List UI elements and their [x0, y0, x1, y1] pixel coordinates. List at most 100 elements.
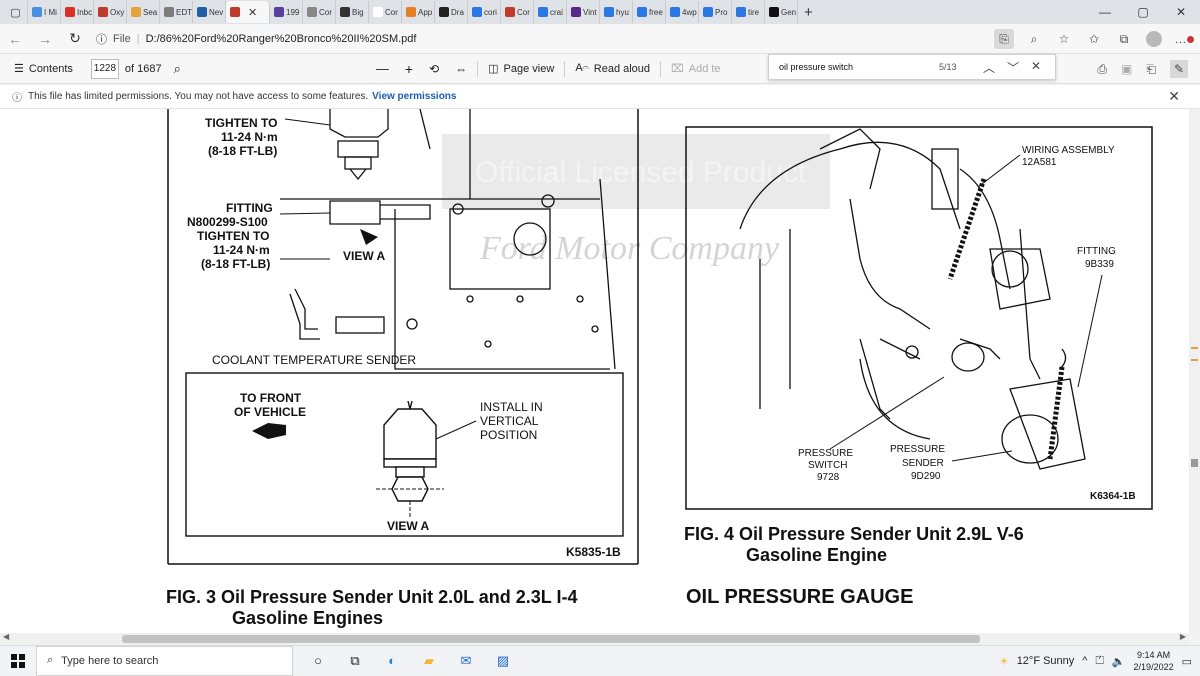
- tab-label: crai: [550, 7, 563, 17]
- find-previous-button[interactable]: ︿: [983, 60, 996, 75]
- zoom-in-button[interactable]: +: [404, 60, 414, 77]
- favorite-add-icon[interactable]: ☆: [1058, 32, 1070, 46]
- browser-tab[interactable]: 199: [270, 1, 303, 23]
- find-on-page-icon[interactable]: ⎘: [994, 29, 1014, 49]
- file-explorer-icon[interactable]: ▰: [424, 652, 434, 668]
- mail-icon[interactable]: ✉: [460, 652, 472, 668]
- horizontal-scroll-thumb[interactable]: [122, 635, 980, 643]
- page-number-input[interactable]: 1228: [90, 58, 119, 79]
- browser-tab[interactable]: Pro: [699, 1, 732, 23]
- browser-tab[interactable]: cori: [468, 1, 501, 23]
- add-text-label: Add te: [688, 62, 721, 75]
- browser-tab[interactable]: tire: [732, 1, 765, 23]
- task-view-icon[interactable]: ⧉: [350, 652, 360, 668]
- add-text-button[interactable]: ⌧ Add te: [671, 62, 721, 76]
- browser-tab[interactable]: free: [633, 1, 666, 23]
- url-text: D:/86%20Ford%20Ranger%20Bronco%20II%20SM…: [145, 32, 417, 45]
- browser-tab[interactable]: EDT: [160, 1, 193, 23]
- new-tab-button[interactable]: +: [804, 3, 813, 21]
- back-button[interactable]: ←: [8, 30, 22, 47]
- tab-favicon-icon: [65, 7, 75, 17]
- browser-tab[interactable]: Oxy: [94, 1, 127, 23]
- browser-tab[interactable]: Big: [336, 1, 369, 23]
- browser-tab[interactable]: crai: [534, 1, 567, 23]
- browser-tab[interactable]: 4wp: [666, 1, 699, 23]
- refresh-button[interactable]: ↻: [69, 30, 81, 46]
- search-hit-markers: [1191, 347, 1198, 361]
- tab-favicon-icon: [373, 7, 383, 17]
- tab-favicon-icon: [164, 7, 174, 17]
- browser-tab[interactable]: I Mi: [28, 1, 61, 23]
- browser-tab[interactable]: Sea: [127, 1, 160, 23]
- edge-icon[interactable]: ◐: [388, 653, 396, 668]
- horizontal-scrollbar[interactable]: ◀ ▶: [0, 632, 1189, 645]
- forward-button[interactable]: →: [38, 30, 52, 47]
- read-aloud-button[interactable]: A𝄐 Read aloud: [575, 62, 650, 75]
- start-button[interactable]: [0, 653, 36, 668]
- tab-favicon-icon: [538, 7, 548, 17]
- scroll-left-arrow[interactable]: ◀: [3, 632, 10, 641]
- save-icon[interactable]: ▣: [1120, 62, 1133, 76]
- settings-menu-icon[interactable]: …: [1174, 29, 1194, 49]
- weather-text[interactable]: 12°F Sunny: [1016, 655, 1075, 667]
- print-icon[interactable]: ⎙: [1097, 61, 1107, 76]
- search-icon[interactable]: ⌕: [173, 60, 181, 76]
- fig3-label-torque-ftlb: (8-18 FT-LB): [208, 144, 277, 158]
- tab-label: free: [649, 7, 663, 17]
- scroll-right-arrow[interactable]: ▶: [1179, 632, 1186, 641]
- pressure-sender-part-number: 9D290: [911, 471, 941, 482]
- browser-tab[interactable]: Cor: [369, 1, 402, 23]
- collections-icon[interactable]: ⧉: [1119, 31, 1129, 46]
- minimize-button[interactable]: —: [1099, 5, 1111, 19]
- tab-favicon-icon: [505, 7, 515, 17]
- rotate-icon[interactable]: ⟲: [429, 61, 440, 76]
- browser-tab[interactable]: Cor: [303, 1, 336, 23]
- find-next-button[interactable]: ﹀: [1007, 60, 1020, 75]
- photos-icon[interactable]: ▨: [496, 652, 510, 668]
- clock-date: 2/19/2022: [1133, 662, 1174, 672]
- browser-tab[interactable]: Vint: [567, 1, 600, 23]
- find-close-button[interactable]: ✕: [1031, 58, 1042, 73]
- tab-favicon-icon: [340, 7, 350, 17]
- cortana-icon[interactable]: ○: [314, 653, 322, 668]
- contents-button[interactable]: ☰ Contents: [14, 62, 73, 76]
- pin-icon[interactable]: ✎: [1169, 60, 1188, 78]
- browser-tab[interactable]: Cor: [501, 1, 534, 23]
- permission-close-button[interactable]: ✕: [1168, 88, 1180, 104]
- find-input[interactable]: oil pressure switch: [779, 62, 854, 72]
- url-field[interactable]: ⓘ File | D:/86%20Ford%20Ranger%20Bronco%…: [96, 31, 416, 47]
- volume-icon[interactable]: 🔈: [1111, 655, 1126, 668]
- maximize-button[interactable]: ▢: [1137, 5, 1149, 19]
- toolbar-divider: [564, 60, 566, 77]
- fit-page-icon[interactable]: ⇔: [455, 61, 468, 76]
- tab-actions-button[interactable]: ▢: [0, 1, 28, 23]
- browser-tab[interactable]: App: [402, 1, 435, 23]
- browser-tab[interactable]: Gen: [765, 1, 798, 23]
- read-aloud-icon: A𝄐: [575, 62, 589, 74]
- tray-overflow-icon[interactable]: ^: [1082, 655, 1088, 667]
- taskbar-search-box[interactable]: ⌕ Type here to search: [36, 645, 293, 676]
- tab-close-icon[interactable]: ✕: [248, 6, 258, 19]
- clock[interactable]: 9:14 AM 2/19/2022: [1134, 649, 1174, 673]
- view-permissions-link[interactable]: View permissions: [372, 91, 457, 102]
- vertical-scroll-thumb[interactable]: [1191, 459, 1198, 467]
- favorites-icon[interactable]: ✩: [1088, 32, 1100, 46]
- browser-tab[interactable]: ✕: [226, 1, 270, 23]
- network-icon[interactable]: ⏍: [1095, 654, 1104, 667]
- browser-tab[interactable]: hyu: [600, 1, 633, 23]
- zoom-icon[interactable]: ⌕: [1030, 31, 1038, 46]
- page-view-button[interactable]: ◫ Page view: [488, 62, 554, 76]
- browser-tab[interactable]: Dra: [435, 1, 468, 23]
- fitting-right-part-number: 9B339: [1085, 259, 1114, 270]
- profile-icon[interactable]: [1144, 29, 1164, 49]
- zoom-out-button[interactable]: —: [375, 61, 389, 76]
- vertical-scrollbar[interactable]: [1189, 109, 1200, 633]
- close-window-button[interactable]: ✕: [1175, 5, 1187, 19]
- browser-tab[interactable]: Nev: [193, 1, 226, 23]
- save-as-icon[interactable]: ⎗: [1146, 61, 1156, 76]
- fig4-caption-line1: FIG. 4 Oil Pressure Sender Unit 2.9L V-6: [684, 524, 1024, 544]
- tab-label: Oxy: [110, 7, 125, 17]
- pdf-page-view: Official Licensed Product Ford Motor Com…: [0, 109, 1189, 633]
- browser-tab[interactable]: Inbc: [61, 1, 94, 23]
- notifications-icon[interactable]: ▭: [1181, 655, 1192, 668]
